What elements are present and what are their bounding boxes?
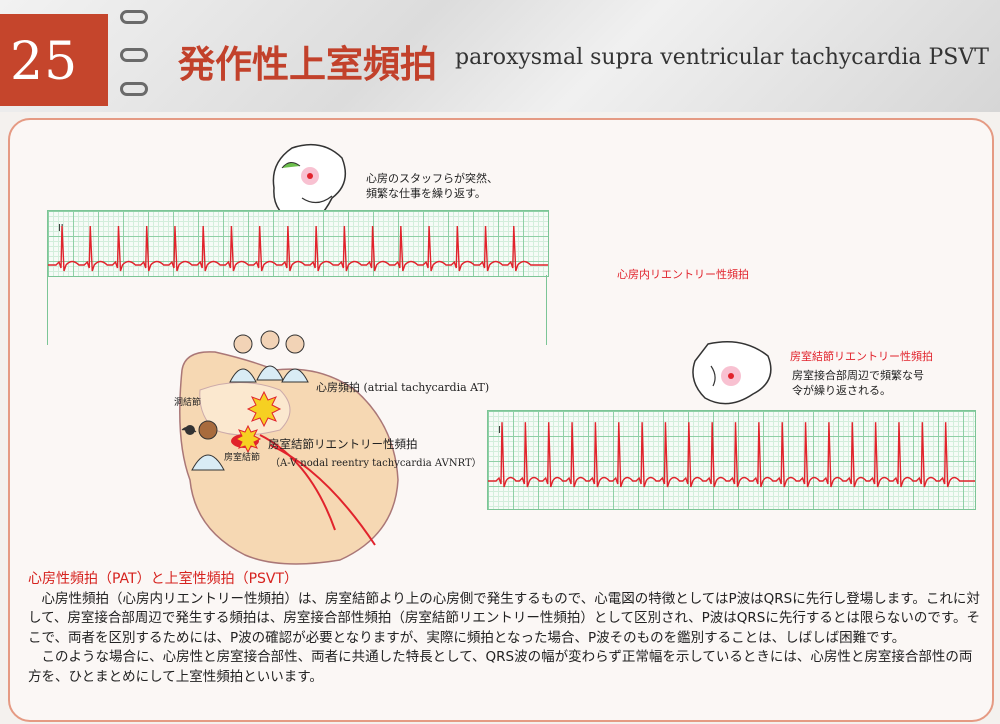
top-caption: 心房のスタッフらが突然、 頻繁な仕事を繰り返す。 xyxy=(366,171,498,201)
body-heading: 心房性頻拍（PAT）と上室性頻拍（PSVT） xyxy=(28,571,299,587)
atrial-reentry-label: 心房内リエントリー性頻拍 xyxy=(617,268,749,281)
body-text: 心房性頻拍（PAT）と上室性頻拍（PSVT） 心房性頻拍（心房内リエントリー性頻… xyxy=(28,570,980,687)
ecg-strip-top: II xyxy=(47,210,549,277)
av-node-label: 房室結節 xyxy=(224,453,261,463)
ecg-trace xyxy=(48,225,548,272)
right-caption-line: 令が繰り返される。 xyxy=(792,384,891,397)
page-title: 発作性上室頻拍 xyxy=(178,43,437,86)
lead-label: II xyxy=(498,425,504,436)
atrial-tachy-label: 心房頻拍 (atrial tachycardia AT) xyxy=(316,381,490,394)
right-caption: 房室接合部周辺で頻繁な号 令が繰り返される。 xyxy=(792,368,924,398)
sa-node-label: 洞結節 xyxy=(174,398,202,408)
top-caption-line: 頻繁な仕事を繰り返す。 xyxy=(366,187,486,200)
staff-figures-icon xyxy=(229,330,309,383)
avnrt-jp-label: 房室結節リエントリー性頻拍 xyxy=(268,437,418,451)
heart-diagram xyxy=(179,351,399,565)
strip-border xyxy=(546,275,547,345)
strip-border xyxy=(47,275,48,345)
heart-sketch-icon xyxy=(692,341,772,405)
staff-figure-icon xyxy=(181,420,225,471)
page-subtitle: paroxysmal supra ventricular tachycardia… xyxy=(455,45,989,70)
avnrt-label: 房室結節リエントリー性頻拍 xyxy=(790,350,933,363)
body-paragraph: 心房性頻拍（心房内リエントリー性頻拍）は、房室結節より上の心房側で発生するもので… xyxy=(28,590,981,646)
heart-sketch-icon xyxy=(272,143,347,225)
right-caption-line: 房室接合部周辺で頻繁な号 xyxy=(792,369,924,382)
lead-label: II xyxy=(58,223,64,234)
chapter-number-box: 25 xyxy=(0,14,108,106)
binder-ring-icon xyxy=(120,82,148,96)
ecg-trace xyxy=(488,422,975,488)
top-caption-line: 心房のスタッフらが突然、 xyxy=(366,172,498,185)
chapter-number: 25 xyxy=(10,32,79,92)
binder-ring-icon xyxy=(120,48,148,62)
binder-ring-icon xyxy=(120,10,148,24)
ecg-strip-bottom: II xyxy=(487,410,976,510)
page-header: 25 発作性上室頻拍 paroxysmal supra ventricular … xyxy=(0,0,1000,112)
body-paragraph: このような場合に、心房性と房室接合部性、両者に共通した特長として、QRS波の幅が… xyxy=(28,649,973,685)
avnrt-en-label: （A-V nodal reentry tachycardia AVNRT） xyxy=(270,458,482,469)
